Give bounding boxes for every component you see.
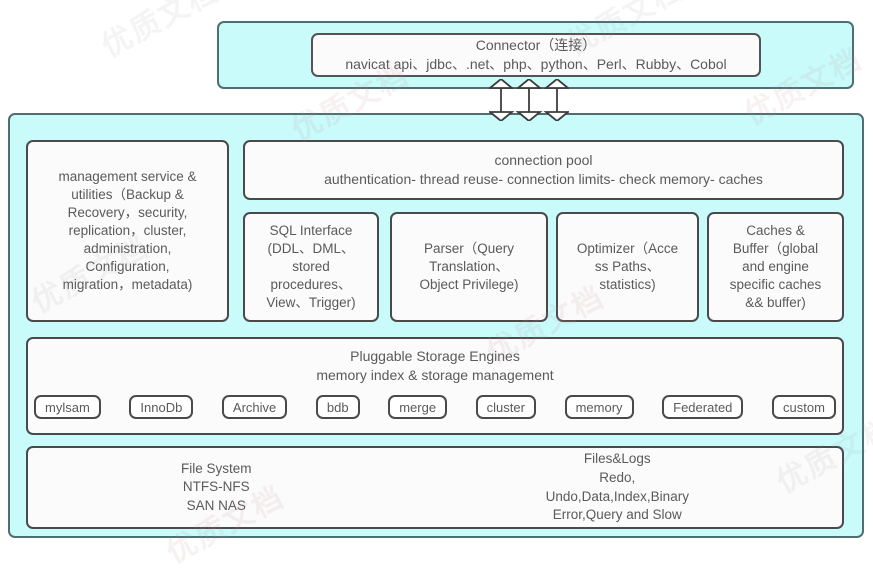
connection-pool-box: connection pool authentication- thread r…	[243, 140, 844, 200]
optimizer-line: ss Paths、	[594, 259, 661, 275]
optimizer-box: Optimizer（Acce ss Paths、 statistics)	[556, 212, 699, 322]
management-service-box: management service & utilities（Backup & …	[26, 140, 229, 322]
storage-subtitle: memory index & storage management	[316, 366, 554, 383]
connection-pool-title: connection pool	[494, 152, 593, 169]
caches-line: && buffer)	[745, 294, 806, 310]
double-arrow-icon	[487, 77, 571, 123]
caches-line: and engine	[742, 259, 809, 275]
caches-line: Buffer（global	[732, 241, 819, 257]
sql-line: (DDL、DML、	[267, 241, 355, 257]
storage-engine-pill[interactable]: merge	[388, 395, 448, 419]
caches-buffer-box: Caches & Buffer（global and engine specif…	[707, 212, 844, 322]
storage-engine-pill[interactable]: Federated	[662, 395, 744, 419]
sql-interface-box: SQL Interface (DDL、DML、 stored procedure…	[243, 212, 379, 322]
storage-title: Pluggable Storage Engines	[350, 348, 520, 364]
mgmt-line: Recovery，security,	[67, 205, 188, 221]
connector-clients: navicat api、jdbc、.net、php、python、Perl、Ru…	[345, 56, 727, 72]
fs-line: SAN NAS	[186, 497, 246, 513]
caches-line: specific caches	[729, 276, 822, 292]
optimizer-line: Optimizer（Acce	[576, 241, 679, 257]
watermark: 优质文档	[96, 0, 225, 64]
mgmt-line: replication，cluster,	[68, 223, 187, 239]
storage-engine-pill[interactable]: mylsam	[34, 395, 101, 419]
pluggable-storage-engines-box: Pluggable Storage Engines memory index &…	[26, 337, 844, 435]
caches-line: Caches &	[746, 223, 805, 239]
fs-line: NTFS-NFS	[182, 479, 250, 495]
storage-engine-pill[interactable]: custom	[772, 395, 836, 419]
sql-line: SQL Interface	[269, 223, 353, 239]
mgmt-line: administration,	[83, 240, 172, 256]
connector-arrows	[487, 77, 571, 123]
storage-engine-pill[interactable]: Archive	[221, 395, 288, 419]
mgmt-line: utilities（Backup &	[71, 187, 184, 203]
storage-engine-pill[interactable]: bdb	[315, 395, 360, 419]
connection-pool-features: authentication- thread reuse- connection…	[324, 171, 763, 187]
logs-line: Undo,Data,Index,Binary	[545, 488, 689, 504]
logs-line: Error,Query and Slow	[552, 507, 682, 523]
storage-engine-pill[interactable]: memory	[564, 395, 634, 419]
logs-line: Files&Logs	[583, 451, 651, 467]
storage-engine-list: mylsam InnoDb Archive bdb merge cluster …	[34, 394, 836, 420]
parser-line: Object Privilege)	[419, 276, 519, 292]
fs-line: File System	[181, 460, 252, 476]
files-logs-group: Files&Logs Redo, Undo,Data,Index,Binary …	[546, 450, 689, 525]
logs-line: Redo,	[599, 469, 636, 485]
filesystem-box: File System NTFS-NFS SAN NAS Files&Logs …	[26, 446, 844, 529]
mgmt-line: management service &	[58, 169, 197, 185]
file-system-group: File System NTFS-NFS SAN NAS	[181, 460, 252, 516]
sql-line: View、Trigger)	[266, 294, 356, 310]
connector-box: Connector（连接） navicat api、jdbc、.net、php、…	[311, 33, 761, 77]
parser-box: Parser（Query Translation、 Object Privile…	[390, 212, 548, 322]
optimizer-line: statistics)	[599, 276, 656, 292]
storage-engine-pill[interactable]: InnoDb	[129, 395, 194, 419]
parser-line: Parser（Query	[423, 241, 515, 257]
mgmt-line: migration，metadata)	[62, 276, 193, 292]
storage-engine-pill[interactable]: cluster	[475, 395, 536, 419]
parser-line: Translation、	[429, 259, 509, 275]
mgmt-line: Configuration,	[85, 258, 170, 274]
connector-title: Connector（连接）	[475, 37, 597, 54]
sql-line: procedures、	[270, 276, 352, 292]
sql-line: stored	[292, 259, 330, 275]
